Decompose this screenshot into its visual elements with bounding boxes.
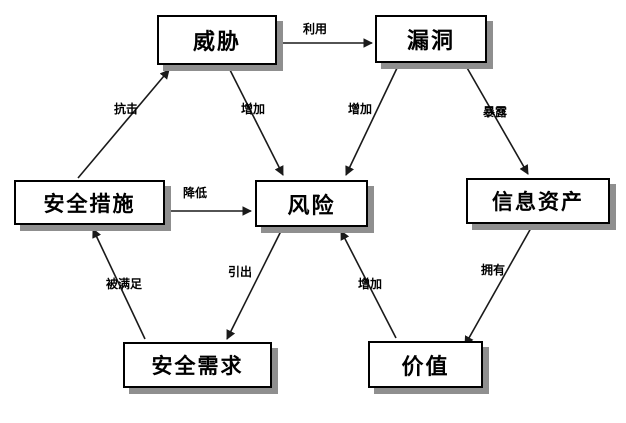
node-vulnerability[interactable]: 漏洞 bbox=[375, 15, 487, 63]
edge-expose bbox=[465, 65, 529, 175]
edge-increase-value-risk bbox=[340, 230, 397, 339]
edge-label-expose: 暴露 bbox=[483, 105, 508, 119]
edge-label-satisfy: 被满足 bbox=[106, 277, 143, 291]
edge-label-increase-threat-risk: 增加 bbox=[241, 102, 266, 116]
node-threat[interactable]: 威胁 bbox=[157, 15, 277, 65]
edge-satisfy bbox=[92, 228, 146, 340]
edge-derive bbox=[226, 230, 282, 340]
node-security-requirement[interactable]: 安全需求 bbox=[123, 342, 272, 388]
edge-label-own: 拥有 bbox=[481, 263, 506, 277]
node-risk[interactable]: 风险 bbox=[255, 180, 368, 227]
edge-counter bbox=[77, 69, 170, 179]
edge-label-increase-vuln-risk: 增加 bbox=[348, 102, 373, 116]
node-security-measure[interactable]: 安全措施 bbox=[14, 180, 165, 225]
node-value[interactable]: 价值 bbox=[368, 341, 483, 388]
edge-label-exploit: 利用 bbox=[303, 22, 328, 36]
edge-increase-vuln-risk bbox=[345, 65, 399, 176]
edge-label-counter: 抗击 bbox=[114, 102, 139, 116]
edge-label-reduce: 降低 bbox=[183, 186, 208, 200]
edge-label-increase-value-risk: 增加 bbox=[358, 277, 383, 291]
edge-increase-threat-risk bbox=[228, 67, 284, 176]
edge-own bbox=[464, 227, 532, 346]
node-information-asset[interactable]: 信息资产 bbox=[466, 178, 610, 224]
edge-label-derive: 引出 bbox=[228, 265, 253, 279]
